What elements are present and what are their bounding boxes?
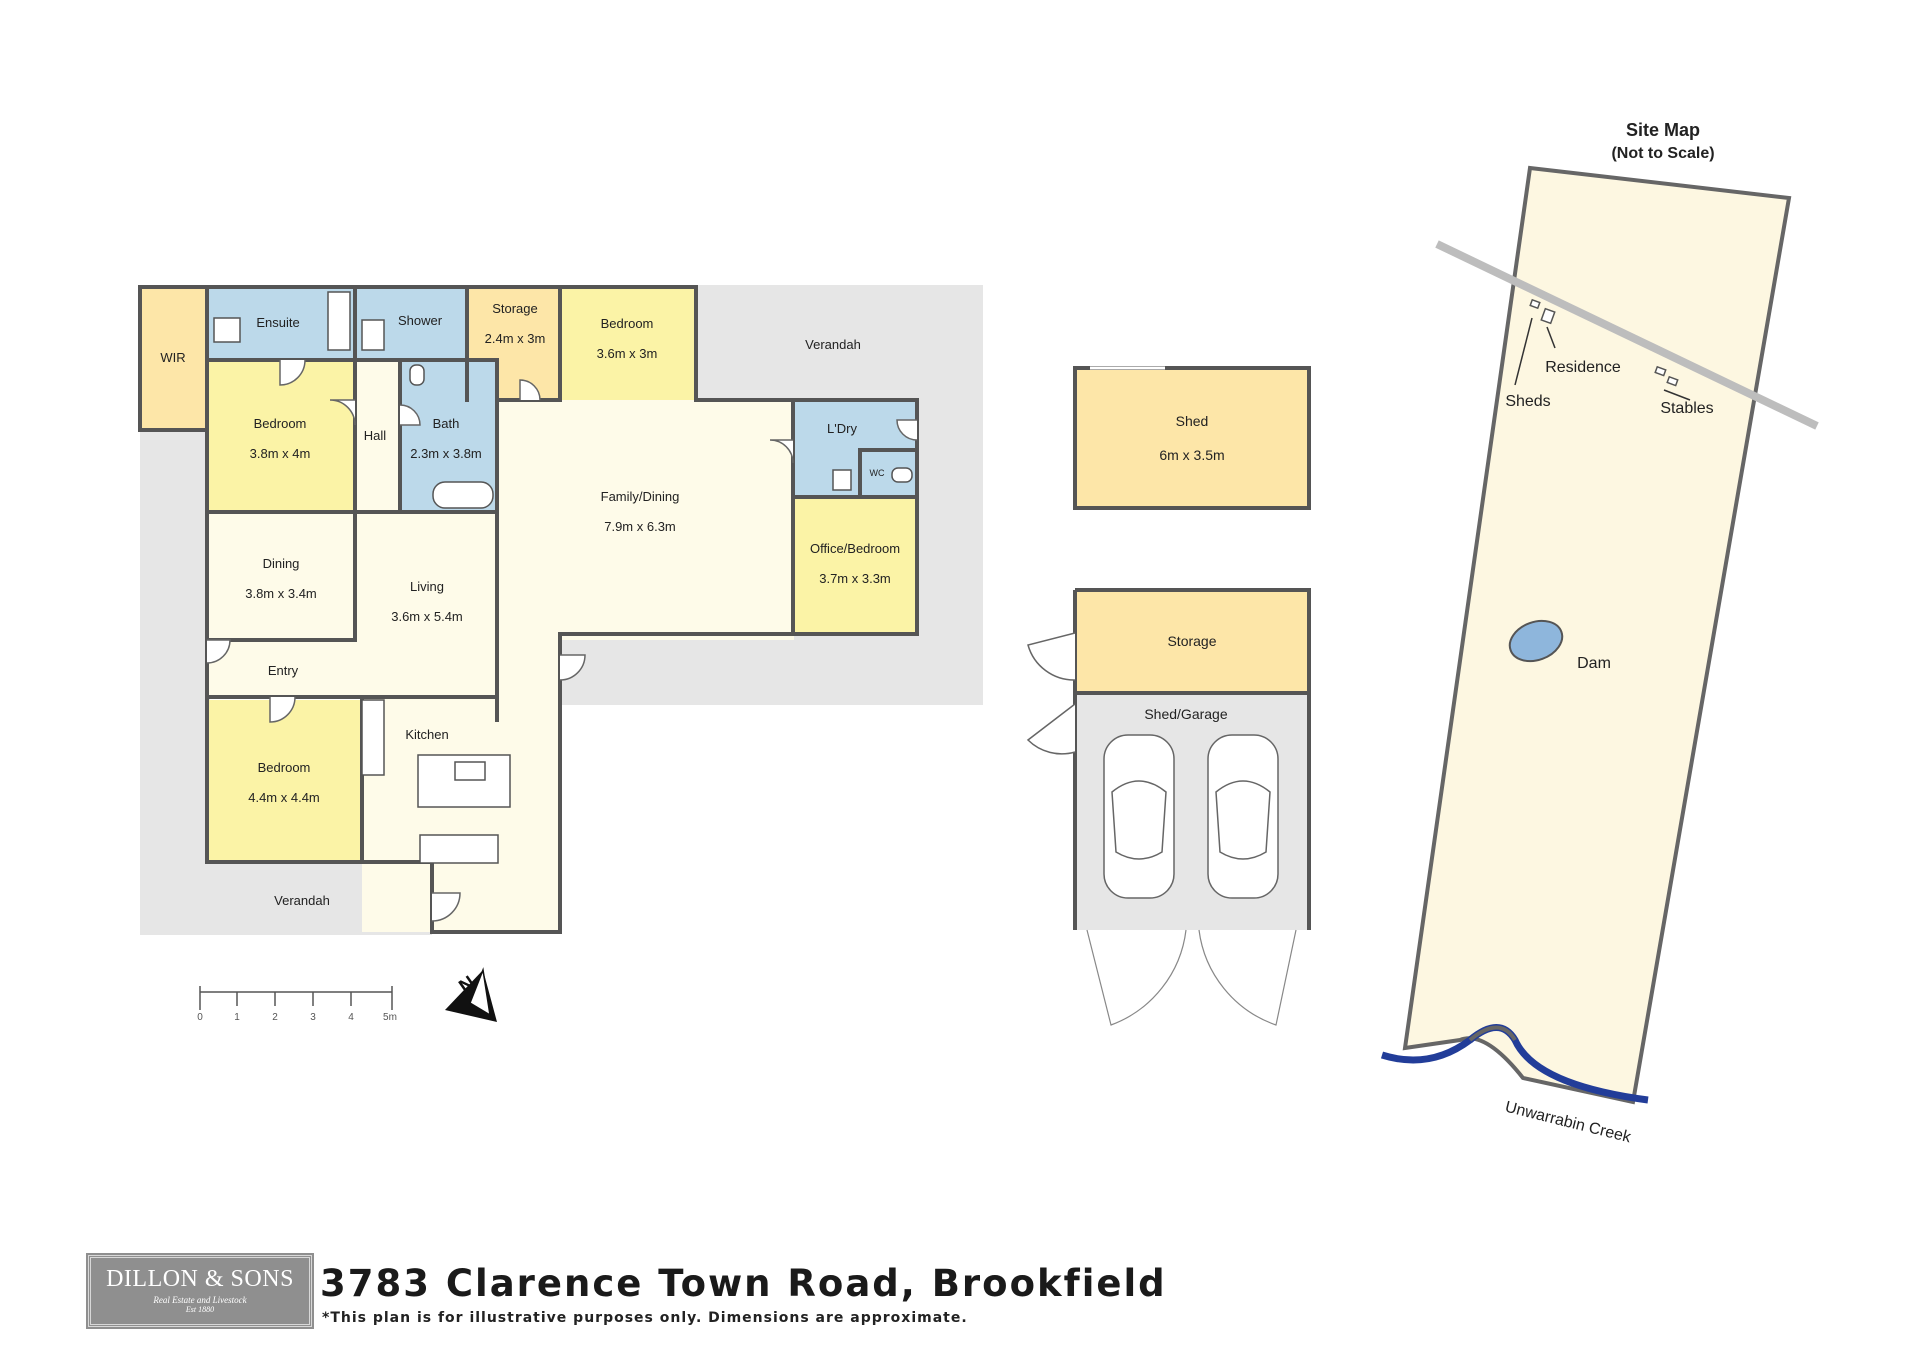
door-swings (206, 359, 918, 922)
verandah-top-label: Verandah (805, 337, 861, 352)
logo-tagline: Real Estate and Livestock (153, 1295, 247, 1305)
verandah-left-area (140, 430, 210, 935)
bedroom-main-label: Bedroom (254, 416, 307, 431)
storage-house-label: Storage (492, 301, 538, 316)
wc-label: WC (870, 468, 885, 478)
storage-garage-building: Storage Shed/Garage (1026, 588, 1311, 1026)
dam-label: Dam (1577, 655, 1611, 672)
scale-tick: 3 (310, 1012, 316, 1023)
scale-tick: 2 (272, 1012, 278, 1023)
family-dining-dim: 7.9m x 6.3m (604, 519, 676, 534)
bathtub-fixture (432, 481, 494, 509)
creek-label: Unwarrabin Creek (1503, 1099, 1633, 1147)
shed-garage-label: Shed/Garage (1144, 706, 1227, 722)
office-dim: 3.7m x 3.3m (819, 571, 891, 586)
ensuite-label: Ensuite (256, 315, 299, 330)
fixtures (213, 291, 913, 864)
wir-label: WIR (160, 350, 185, 365)
hall-area (355, 360, 400, 512)
site-map-subtitle: (Not to Scale) (1611, 145, 1714, 162)
property-address: 3783 Clarence Town Road, Brookfield (320, 1262, 1167, 1305)
scale-tick: 1 (234, 1012, 240, 1023)
scale-bar (199, 986, 393, 1010)
office-area (793, 497, 917, 634)
toilet-fixture (409, 364, 425, 386)
wc-toilet (891, 467, 913, 483)
entry-area (207, 640, 497, 697)
hall-label: Hall (364, 428, 387, 443)
house-walls (138, 285, 919, 934)
property-boundary (1402, 165, 1792, 1105)
ldry-tub (832, 469, 852, 491)
agency-logo: DILLON & SONS Real Estate and Livestock … (88, 1255, 312, 1327)
logo-est: Est 1880 (185, 1305, 215, 1314)
dam-shape (1508, 619, 1564, 663)
ensuite-bath-fixture (327, 291, 351, 351)
residence-label: Residence (1545, 359, 1621, 376)
ldry-label: L'Dry (827, 421, 857, 436)
dining-label: Dining (263, 556, 300, 571)
scale-tick: 5m (383, 1012, 397, 1023)
shower-fixture (361, 319, 385, 351)
storage-label: Storage (1167, 633, 1216, 649)
bath-dim: 2.3m x 3.8m (410, 446, 482, 461)
site-map: Site Map (Not to Scale) Residence Sheds … (1380, 120, 1819, 1147)
bedroom-bottom-dim: 4.4m x 4.4m (248, 790, 320, 805)
bath-label: Bath (433, 416, 460, 431)
dining-dim: 3.8m x 3.4m (245, 586, 317, 601)
compass-icon: N (445, 967, 497, 1022)
scale-tick: 4 (348, 1012, 354, 1023)
creek-edge (1468, 1025, 1517, 1042)
pointer-lines (1514, 317, 1691, 401)
entry-label: Entry (268, 663, 299, 678)
fridge-fixture (361, 699, 385, 776)
shower-label: Shower (398, 313, 443, 328)
wir-area (140, 287, 207, 432)
sheds-label: Sheds (1505, 393, 1550, 410)
living-label: Living (410, 579, 444, 594)
bedroom-bottom-label: Bedroom (258, 760, 311, 775)
bedroom-main-dim: 3.8m x 4m (250, 446, 311, 461)
kitchen-label: Kitchen (405, 727, 448, 742)
site-map-title: Site Map (1626, 120, 1700, 140)
bedroom-bottom-area (207, 700, 362, 862)
stove-fixture (419, 834, 499, 864)
family-dining-label: Family/Dining (601, 489, 680, 504)
scale-tick: 0 (197, 1012, 203, 1023)
car-icon (1207, 734, 1279, 899)
bedroom-top-dim: 3.6m x 3m (597, 346, 658, 361)
bedroom-top-label: Bedroom (601, 316, 654, 331)
verandah-bottom-label: Verandah (274, 893, 330, 908)
road-line (1435, 240, 1819, 430)
shed-building: Shed 6m x 3.5m (1073, 366, 1311, 510)
car-icon (1103, 734, 1175, 899)
kitchen-sink (454, 761, 486, 781)
storage-house-dim: 2.4m x 3m (485, 331, 546, 346)
family-dining-area (497, 400, 794, 640)
dining-area (207, 512, 355, 640)
shed-dim: 6m x 3.5m (1159, 447, 1224, 463)
logo-name: DILLON & SONS (106, 1266, 294, 1292)
living-dim: 3.6m x 5.4m (391, 609, 463, 624)
room-labels: WIR Ensuite Shower Storage 2.4m x 3m Bed… (160, 301, 900, 908)
stables-label: Stables (1660, 400, 1713, 417)
shed-label: Shed (1176, 413, 1209, 429)
bedroom-top-area (560, 287, 696, 400)
building-markers (1529, 298, 1679, 387)
scale-bar-ticks: 0 1 2 3 4 5m (197, 1012, 397, 1023)
ensuite-vanity (213, 317, 241, 343)
disclaimer-note: *This plan is for illustrative purposes … (322, 1310, 968, 1326)
office-label: Office/Bedroom (810, 541, 900, 556)
